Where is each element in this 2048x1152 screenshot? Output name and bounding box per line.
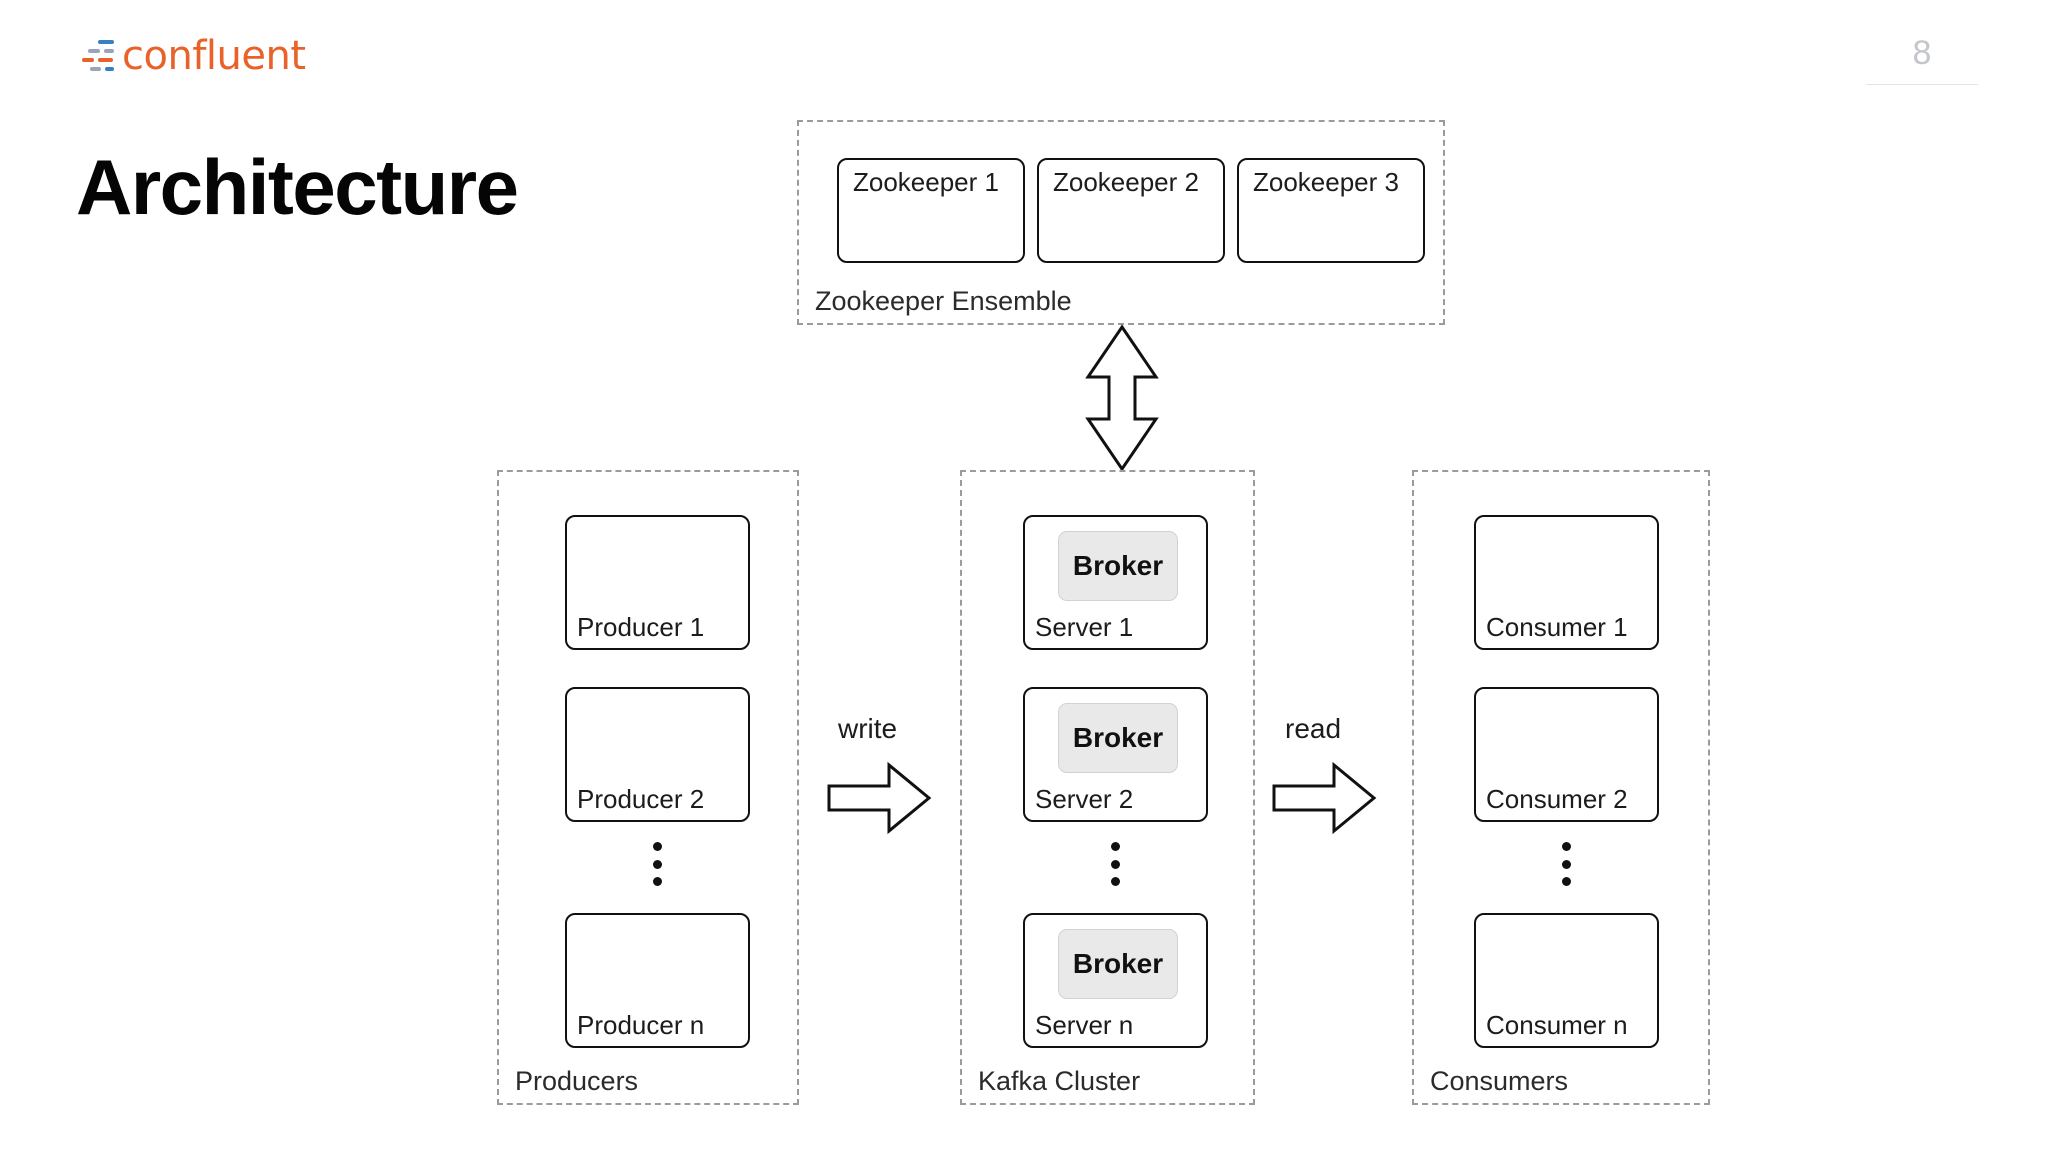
producer-node-2-label: Producer 2 — [577, 784, 705, 815]
zookeeper-node-3-label: Zookeeper 3 — [1253, 167, 1399, 197]
kafka-vertical-ellipsis-icon — [1109, 842, 1121, 886]
read-arrow-label: read — [1285, 713, 1342, 744]
kafka-server-node-1: Broker Server 1 — [1023, 515, 1208, 650]
kafka-server-node-1-label: Server 1 — [1035, 612, 1134, 643]
confluent-wordmark: confluent — [122, 33, 306, 79]
kafka-server-node-2: Broker Server 2 — [1023, 687, 1208, 822]
broker-box-1-label: Broker — [1072, 550, 1164, 581]
write-block-arrow-icon — [827, 761, 932, 835]
zookeeper-node-3: Zookeeper 3 — [1237, 158, 1425, 263]
page-title: Architecture — [76, 143, 519, 231]
producer-node-1: Producer 1 — [565, 515, 750, 650]
zookeeper-node-2: Zookeeper 2 — [1037, 158, 1225, 263]
zookeeper-ensemble-label: Zookeeper Ensemble — [815, 286, 1072, 316]
broker-box-2-label: Broker — [1072, 722, 1164, 753]
zookeeper-node-1: Zookeeper 1 — [837, 158, 1025, 263]
consumers-group-label: Consumers — [1430, 1066, 1569, 1096]
producer-node-n-label: Producer n — [577, 1010, 705, 1041]
consumer-node-n-label: Consumer n — [1486, 1010, 1628, 1041]
producer-node-2: Producer 2 — [565, 687, 750, 822]
producer-node-1-label: Producer 1 — [577, 612, 705, 643]
write-arrow-label: write — [838, 713, 898, 744]
consumer-node-2-label: Consumer 2 — [1486, 784, 1628, 815]
broker-box-2: Broker — [1058, 703, 1178, 773]
zookeeper-node-2-label: Zookeeper 2 — [1053, 167, 1199, 197]
consumer-node-n: Consumer n — [1474, 913, 1659, 1048]
kafka-cluster-group: Broker Server 1 Broker Server 2 Broker S… — [960, 470, 1255, 1105]
confluent-logo-mark-icon — [78, 34, 120, 78]
broker-box-1: Broker — [1058, 531, 1178, 601]
consumer-node-1: Consumer 1 — [1474, 515, 1659, 650]
consumer-node-1-label: Consumer 1 — [1486, 612, 1628, 643]
consumers-vertical-ellipsis-icon — [1560, 842, 1572, 886]
page-number: 8 — [1912, 34, 1932, 72]
page-number-area: 8 — [1866, 36, 1978, 85]
kafka-server-node-2-label: Server 2 — [1035, 784, 1134, 815]
zookeeper-ensemble-group: Zookeeper 1 Zookeeper 2 Zookeeper 3 Zook… — [797, 120, 1445, 325]
broker-box-n-label: Broker — [1072, 948, 1164, 979]
kafka-server-node-n: Broker Server n — [1023, 913, 1208, 1048]
producers-group: Producer 1 Producer 2 Producer n Produce… — [497, 470, 799, 1105]
producers-group-label: Producers — [515, 1066, 639, 1096]
kafka-cluster-group-label: Kafka Cluster — [978, 1066, 1141, 1096]
confluent-logo: confluent — [78, 32, 306, 80]
read-block-arrow-icon — [1272, 761, 1377, 835]
zookeeper-kafka-double-arrow — [1085, 324, 1159, 472]
zookeeper-node-1-label: Zookeeper 1 — [853, 167, 999, 197]
kafka-server-node-n-label: Server n — [1035, 1010, 1134, 1041]
producer-node-n: Producer n — [565, 913, 750, 1048]
consumer-node-2: Consumer 2 — [1474, 687, 1659, 822]
broker-box-n: Broker — [1058, 929, 1178, 999]
page-number-divider — [1866, 84, 1978, 85]
producers-vertical-ellipsis-icon — [651, 842, 663, 886]
consumers-group: Consumer 1 Consumer 2 Consumer n Consume… — [1412, 470, 1710, 1105]
